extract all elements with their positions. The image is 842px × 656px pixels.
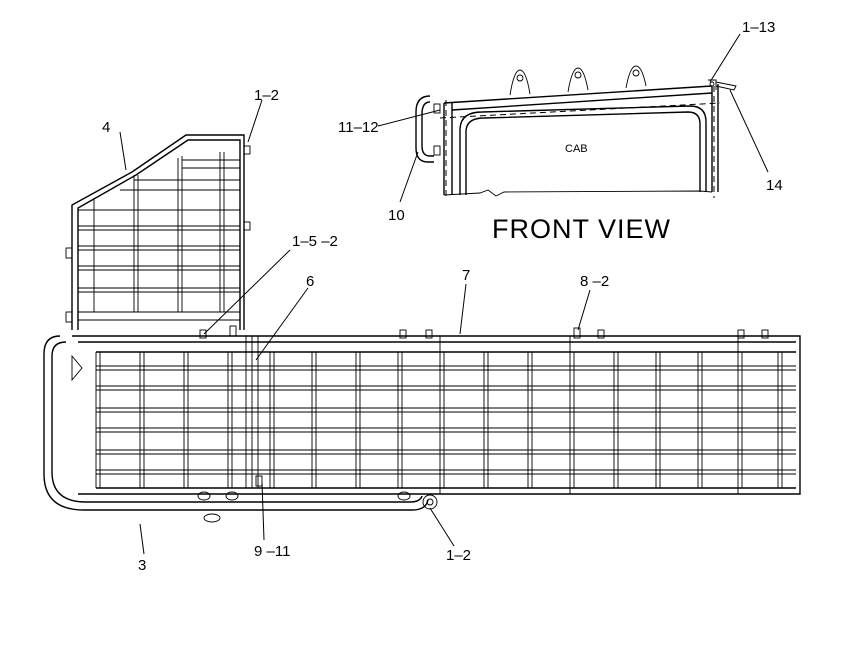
callout-8-2: 8 –2 xyxy=(580,273,609,290)
callout-10: 10 xyxy=(388,207,405,224)
leader-lines xyxy=(119,33,769,555)
view-title: FRONT VIEW xyxy=(492,214,671,244)
walkway-platform xyxy=(43,325,801,523)
callout-4: 4 xyxy=(102,119,110,136)
callout-1-2-top: 1–2 xyxy=(254,87,279,104)
callout-6: 6 xyxy=(306,273,314,290)
callout-7: 7 xyxy=(462,267,470,284)
text-labels: FRONT VIEW CAB 1–13 11–12 10 14 1–2 4 1–… xyxy=(102,19,783,574)
callout-3: 3 xyxy=(138,557,146,574)
callout-1-13: 1–13 xyxy=(742,19,775,36)
callout-1-5-2: 1–5 –2 xyxy=(292,233,338,250)
callout-1-2-bottom: 1–2 xyxy=(446,547,471,564)
guard-panel xyxy=(65,134,251,330)
front-view xyxy=(415,65,737,198)
callout-9-11: 9 –11 xyxy=(254,543,290,560)
callout-14: 14 xyxy=(766,177,783,194)
callout-11-12: 11–12 xyxy=(338,119,379,136)
cab-label: CAB xyxy=(565,143,588,155)
